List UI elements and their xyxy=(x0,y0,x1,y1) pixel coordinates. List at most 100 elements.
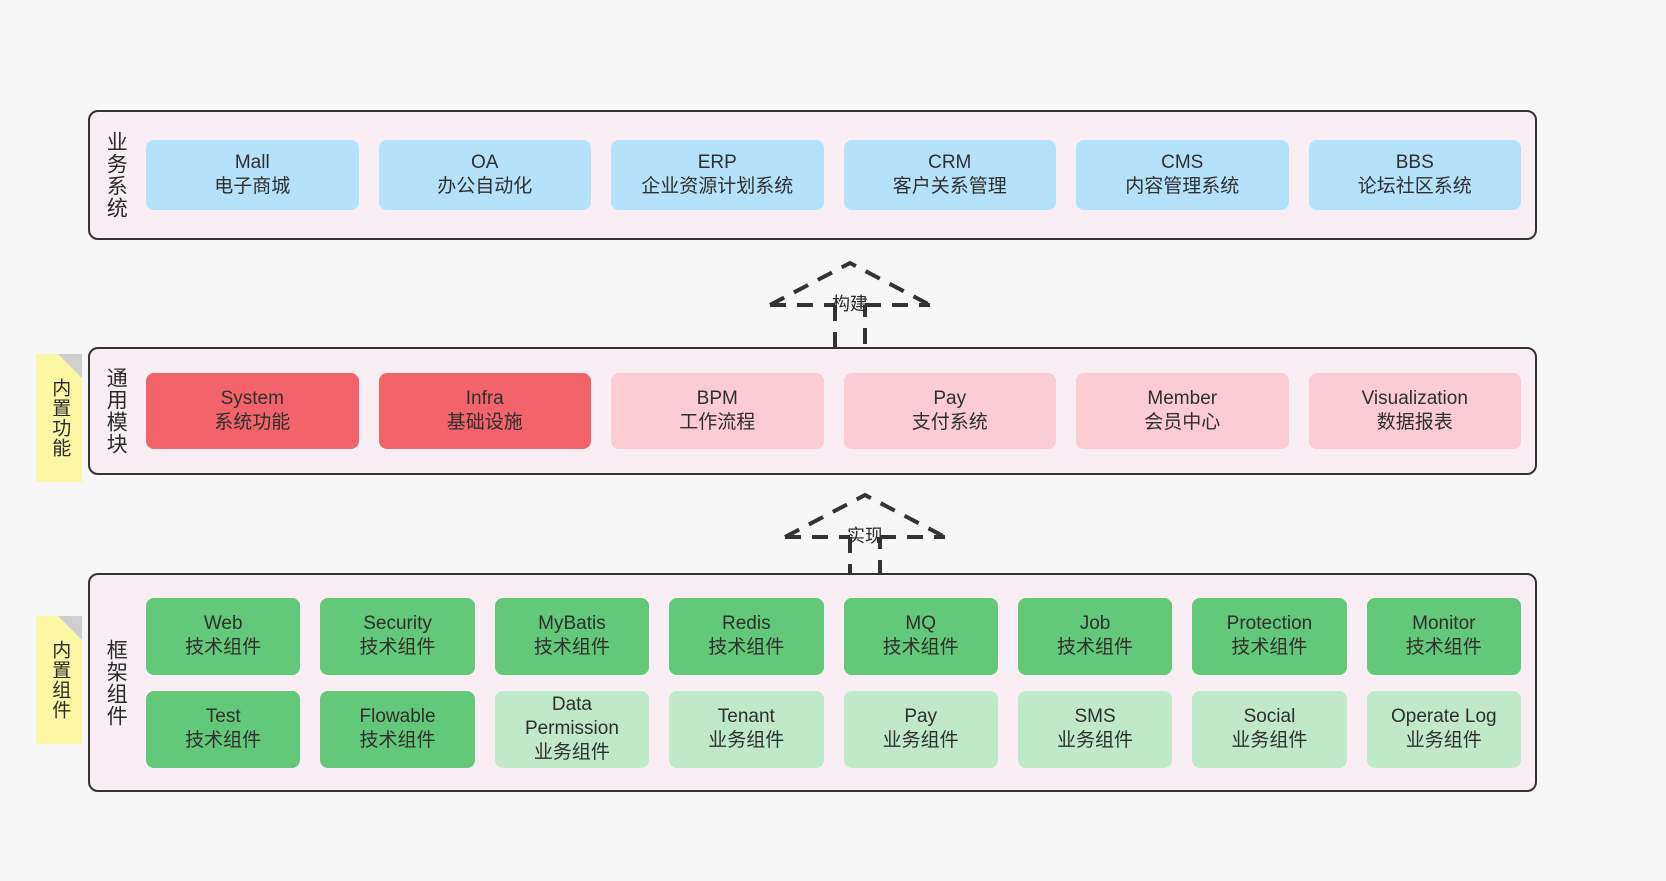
card-subtitle: 内容管理系统 xyxy=(1125,176,1240,197)
card-title: CRM xyxy=(928,152,972,174)
section-body-business-systems: Mall 电子商城 OA 办公自动化 ERP 企业资源计划系统 CRM 客户关系… xyxy=(140,112,1535,238)
card-title: Redis xyxy=(722,613,771,635)
sticky-note-label: 内置组件 xyxy=(49,640,71,720)
card-title: Monitor xyxy=(1412,613,1476,635)
section-business-systems: 业务系统 Mall 电子商城 OA 办公自动化 ERP 企业资源计划系统 CRM… xyxy=(88,110,1537,240)
card-title: MyBatis xyxy=(538,613,606,635)
card-subtitle: 企业资源计划系统 xyxy=(641,176,794,197)
card-sms[interactable]: SMS 业务组件 xyxy=(1017,690,1173,768)
card-subtitle: 业务组件 xyxy=(1405,730,1482,751)
card-title: Job xyxy=(1079,613,1111,635)
card-subtitle: 论坛社区系统 xyxy=(1357,176,1472,197)
card-title: Security xyxy=(363,613,432,635)
card-job[interactable]: Job 技术组件 xyxy=(1017,597,1173,675)
card-subtitle: 业务组件 xyxy=(533,741,610,763)
card-flowable[interactable]: Flowable 技术组件 xyxy=(320,690,475,768)
card-visualization[interactable]: Visualization 数据报表 xyxy=(1308,373,1521,449)
card-subtitle: 数据报表 xyxy=(1376,412,1453,433)
card-subtitle: 技术组件 xyxy=(359,730,436,751)
card-web[interactable]: Web 技术组件 xyxy=(146,597,301,675)
card-crm[interactable]: CRM 客户关系管理 xyxy=(843,140,1056,210)
card-title: Tenant xyxy=(717,706,775,728)
card-tenant[interactable]: Tenant 业务组件 xyxy=(669,690,824,768)
card-member[interactable]: Member 会员中心 xyxy=(1076,373,1289,449)
card-subtitle: 技术组件 xyxy=(882,637,959,658)
card-title: Web xyxy=(203,613,243,635)
section-body-framework-components: Web 技术组件 Security 技术组件 MyBatis 技术组件 Redi… xyxy=(140,575,1535,790)
card-title: Test xyxy=(205,706,241,728)
card-title: Visualization xyxy=(1361,388,1468,410)
card-subtitle: 技术组件 xyxy=(708,637,785,658)
card-title: Protection xyxy=(1226,613,1313,635)
card-title: Mall xyxy=(234,152,270,174)
arrow-label: 实现 xyxy=(847,526,883,546)
sticky-note-builtin-features: 内置功能 xyxy=(36,354,82,482)
card-title: Data xyxy=(551,694,592,716)
card-subtitle: 办公自动化 xyxy=(437,176,533,197)
card-cms[interactable]: CMS 内容管理系统 xyxy=(1076,140,1289,210)
card-bpm[interactable]: BPM 工作流程 xyxy=(611,373,824,449)
card-row: Web 技术组件 Security 技术组件 MyBatis 技术组件 Redi… xyxy=(146,597,1521,675)
section-framework-components: 框架组件 Web 技术组件 Security 技术组件 MyBatis 技术组件… xyxy=(88,573,1537,792)
card-mq[interactable]: MQ 技术组件 xyxy=(843,597,998,675)
card-subtitle: 客户关系管理 xyxy=(892,176,1007,197)
card-subtitle: 业务组件 xyxy=(882,730,959,751)
card-subtitle: 电子商城 xyxy=(214,176,291,197)
card-erp[interactable]: ERP 企业资源计划系统 xyxy=(611,140,824,210)
section-title-framework-components: 框架组件 xyxy=(104,638,128,727)
card-infra[interactable]: Infra 基础设施 xyxy=(378,373,591,449)
card-title: Pay xyxy=(904,706,938,728)
card-monitor[interactable]: Monitor 技术组件 xyxy=(1366,597,1521,675)
card-title: System xyxy=(220,388,284,410)
card-title: Infra xyxy=(465,388,504,410)
card-title: OA xyxy=(471,152,499,174)
card-social[interactable]: Social 业务组件 xyxy=(1192,690,1347,768)
section-title-business-systems: 业务系统 xyxy=(104,131,128,219)
card-subtitle: 支付系统 xyxy=(911,412,988,433)
section-common-modules: 通用模块 System 系统功能 Infra 基础设施 BPM 工作流程 Pay… xyxy=(88,347,1537,475)
arrow-label: 构建 xyxy=(832,294,868,314)
card-title: BBS xyxy=(1395,152,1434,174)
card-mybatis[interactable]: MyBatis 技术组件 xyxy=(494,597,650,675)
sticky-note-builtin-components: 内置组件 xyxy=(36,616,82,744)
card-subtitle: 业务组件 xyxy=(708,730,785,751)
card-system[interactable]: System 系统功能 xyxy=(146,373,359,449)
card-subtitle: 基础设施 xyxy=(446,412,523,433)
card-title: BPM xyxy=(696,388,738,410)
card-redis[interactable]: Redis 技术组件 xyxy=(669,597,824,675)
card-title-cont: Permission xyxy=(524,718,619,740)
card-oa[interactable]: OA 办公自动化 xyxy=(378,140,591,210)
generalization-arrow-implement: 实现 xyxy=(775,487,955,587)
card-row: System 系统功能 Infra 基础设施 BPM 工作流程 Pay 支付系统… xyxy=(146,373,1521,449)
card-protection[interactable]: Protection 技术组件 xyxy=(1192,597,1347,675)
card-pay[interactable]: Pay 支付系统 xyxy=(843,373,1056,449)
card-subtitle: 系统功能 xyxy=(214,412,291,433)
card-title: CMS xyxy=(1161,152,1204,174)
card-test[interactable]: Test 技术组件 xyxy=(146,690,301,768)
card-title: Pay xyxy=(933,388,967,410)
card-subtitle: 会员中心 xyxy=(1144,412,1221,433)
card-security[interactable]: Security 技术组件 xyxy=(320,597,475,675)
card-pay-business[interactable]: Pay 业务组件 xyxy=(843,690,998,768)
card-title: Operate Log xyxy=(1390,706,1497,728)
card-title: SMS xyxy=(1074,706,1116,728)
section-title-common-modules: 通用模块 xyxy=(104,367,128,455)
card-row: Test 技术组件 Flowable 技术组件 Data Permission … xyxy=(146,690,1521,768)
card-subtitle: 技术组件 xyxy=(533,637,610,658)
card-subtitle: 业务组件 xyxy=(1057,730,1134,751)
card-title: MQ xyxy=(905,613,936,635)
card-title: Social xyxy=(1243,706,1296,728)
card-subtitle: 技术组件 xyxy=(1231,637,1308,658)
card-subtitle: 业务组件 xyxy=(1231,730,1308,751)
card-title: ERP xyxy=(697,152,737,174)
card-subtitle: 工作流程 xyxy=(679,412,756,433)
card-data-permission[interactable]: Data Permission 业务组件 xyxy=(494,690,650,768)
card-mall[interactable]: Mall 电子商城 xyxy=(146,140,359,210)
section-body-common-modules: System 系统功能 Infra 基础设施 BPM 工作流程 Pay 支付系统… xyxy=(140,349,1535,473)
card-subtitle: 技术组件 xyxy=(185,730,262,751)
card-title: Flowable xyxy=(359,706,436,728)
card-bbs[interactable]: BBS 论坛社区系统 xyxy=(1308,140,1521,210)
card-subtitle: 技术组件 xyxy=(1405,637,1482,658)
card-operate-log[interactable]: Operate Log 业务组件 xyxy=(1366,690,1521,768)
